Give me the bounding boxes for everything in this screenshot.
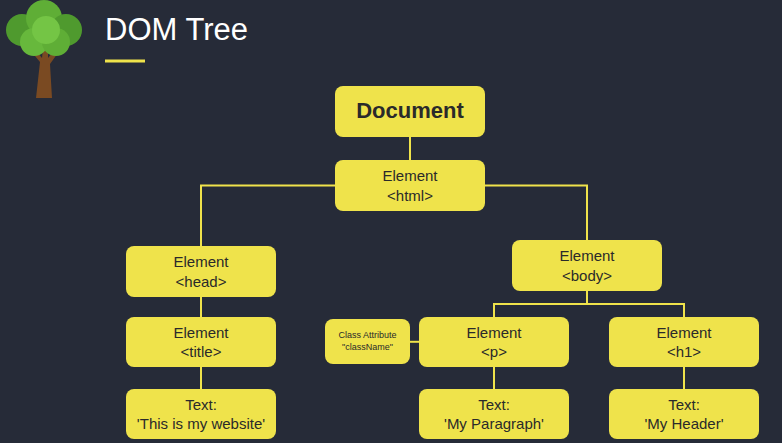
node-text: 'My Paragraph' [444,414,544,434]
tree-connector [200,297,202,317]
node-text: <head> [176,272,227,292]
element-box: Element<body> [512,240,662,291]
document-box: Document [335,86,485,137]
attribute-box: Class Attribute"className" [325,319,410,364]
node-text: Element [382,166,437,186]
tree-connector [683,367,685,389]
element-box: Element<title> [126,317,276,367]
node-text: 'This is my website' [137,414,265,434]
node-text: <title> [181,342,222,362]
node-text: Element [173,252,228,272]
node-text: Text: [185,395,217,415]
node-text: Element [559,246,614,266]
tree-connector [201,186,335,247]
node-text: <h1> [667,342,701,362]
diagram-title: DOM Tree [105,12,248,48]
element-box: Element<h1> [609,317,759,367]
node-text: <p> [481,342,507,362]
node-text: Text: [478,395,510,415]
element-box: Element<head> [126,246,276,297]
tree-connector [587,291,684,317]
node-text: Element [656,323,711,343]
node-text: Class Attribute [338,330,396,342]
element-box: Element<p> [419,317,569,367]
tree-connector [200,367,202,389]
node-text: Document [356,97,464,126]
node-text: "className" [342,342,393,354]
tree-connector [493,367,495,389]
tree-connector [485,186,587,241]
element-box: Element<html> [335,160,485,211]
node-text: <html> [387,186,433,206]
node-text: Element [466,323,521,343]
text-box: Text:'This is my website' [126,389,276,439]
tree-connector [410,341,419,343]
tree-connector [494,291,587,317]
title-underline [105,60,145,63]
text-box: Text:'My Paragraph' [419,389,569,439]
tree-icon [6,0,82,98]
tree-connector [409,137,411,160]
text-box: Text:'My Header' [609,389,759,439]
node-text: Element [173,323,228,343]
node-text: 'My Header' [644,414,723,434]
node-text: Text: [668,395,700,415]
node-text: <body> [562,266,612,286]
